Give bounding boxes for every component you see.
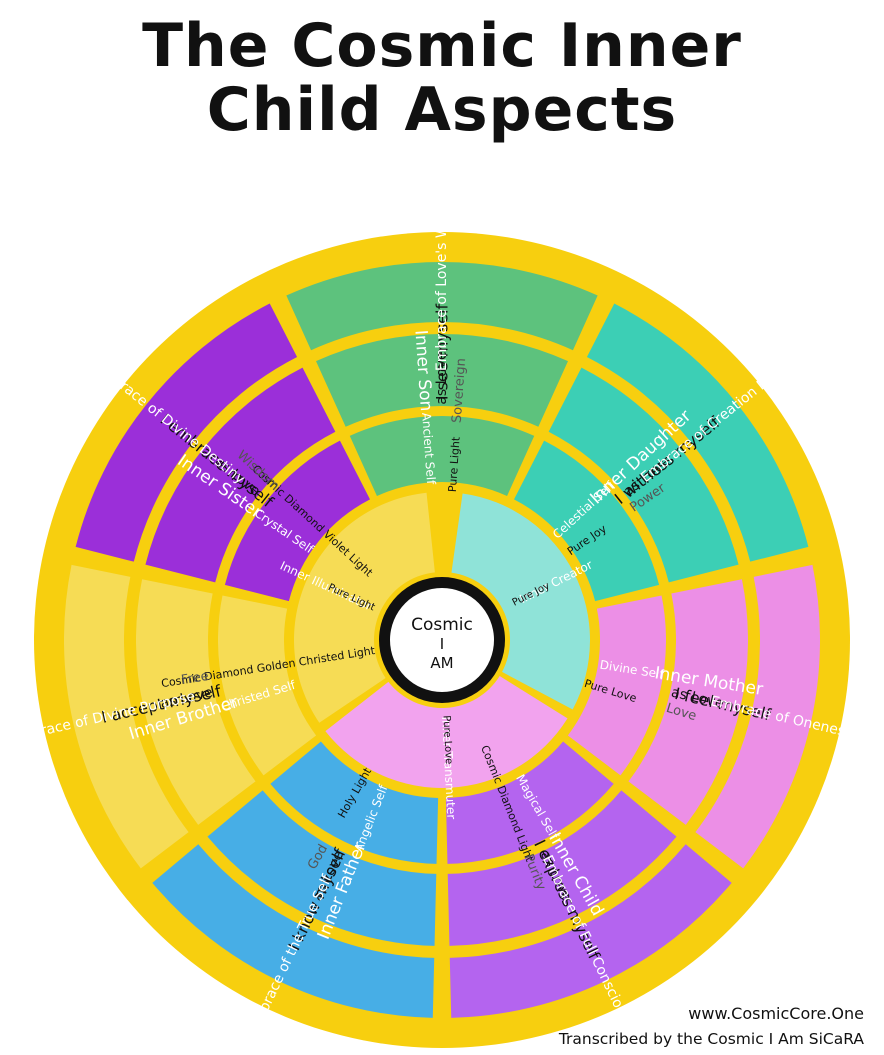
inner-label-pink: Inner Transmuter	[439, 716, 458, 820]
segment-green-ring3	[286, 262, 598, 351]
segment-violet-ring3	[75, 303, 298, 562]
ring3-line1-green: I see myself	[433, 304, 452, 401]
wheel-center: Cosmic I AM	[379, 577, 505, 703]
spacer-purple: I express myself	[557, 879, 564, 888]
segment-yellow-ring1	[218, 595, 317, 776]
title-block: The Cosmic Inner Child Aspects	[0, 14, 884, 142]
segment-green-ring2	[316, 334, 568, 427]
inner-wedge-yellow	[293, 492, 435, 723]
ring2-sub-yellow: Free	[180, 669, 210, 688]
segment-violet-ring1	[224, 440, 370, 602]
segment-pink-ring3	[695, 564, 820, 869]
segment-yellow-ring2	[135, 579, 256, 825]
segment-green-ring1	[349, 416, 535, 497]
transcriber-credit: Transcribed by the Cosmic I Am SiCaRA	[558, 1030, 864, 1048]
segment-pink-ring2	[628, 579, 748, 825]
title-line-2: Child Aspects	[206, 75, 678, 145]
title-line-1: The Cosmic Inner	[142, 11, 742, 81]
spacer-green: I see myself	[441, 366, 443, 373]
spacer-violet: I embrace myself	[227, 467, 236, 475]
segment-blue-ring2	[207, 790, 437, 946]
segment-violet-ring2	[145, 367, 336, 583]
segment-teal-ring1	[514, 440, 660, 602]
ring1-label-green: Ancient Self	[419, 412, 438, 485]
inner-sub-pink: Pure Love	[440, 715, 454, 765]
segment-pink-ring1	[567, 595, 666, 776]
spacer-teal: I witness myself	[648, 467, 657, 475]
spacer-blue: I know myself	[322, 879, 327, 887]
segment-blue-ring3	[152, 844, 435, 1018]
ring4-label-green: Embrace of Love's Will	[434, 213, 450, 371]
ring2-sub-green: Sovereign	[450, 358, 470, 424]
center-line-3: AM	[430, 654, 453, 672]
center-disc	[390, 588, 494, 692]
spacer-pink: I feel myself	[702, 698, 709, 701]
segment-purple-ring1	[445, 741, 614, 864]
ring1-sub-green: Pure Light	[446, 436, 463, 493]
inner-wedge-teal	[451, 493, 591, 710]
segment-teal-ring2	[548, 367, 739, 583]
segment-purple-ring3	[449, 844, 732, 1018]
ring3-line2-green: as Love	[434, 351, 450, 404]
center-line-2: I	[440, 635, 444, 653]
spacer-yellow: I accept myself	[174, 697, 183, 702]
segment-yellow-ring3	[64, 564, 189, 869]
segment-purple-ring2	[447, 790, 677, 946]
segment-blue-ring1	[270, 741, 439, 864]
inner-wedge-pink	[325, 676, 568, 788]
wheel-segments	[64, 262, 820, 1018]
segment-teal-ring3	[586, 303, 809, 562]
center-line-1: Cosmic	[411, 615, 473, 635]
site-credit: www.CosmicCore.One	[688, 1004, 864, 1023]
